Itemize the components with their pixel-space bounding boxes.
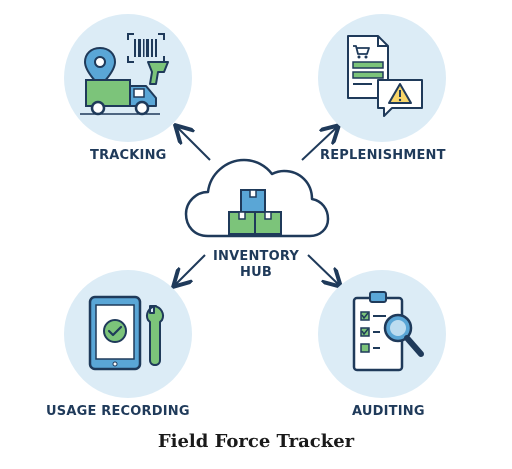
- clipboard-magnifier-icon: [352, 291, 424, 372]
- replenishment-label: REPLENISHMENT: [320, 148, 446, 163]
- inventory-hub-label-line1: INVENTORY: [213, 249, 299, 264]
- arrow-to-usage-recording: [176, 254, 206, 284]
- auditing-label: AUDITING: [352, 404, 425, 419]
- tracking-label: TRACKING: [90, 148, 167, 163]
- tablet-wrench-icon: [88, 295, 164, 371]
- usage-recording-label: USAGE RECORDING: [46, 404, 190, 419]
- inventory-hub-label: INVENTORY HUB: [206, 249, 306, 281]
- inventory-hub-label-line2: HUB: [240, 265, 272, 280]
- replenishment-node: [318, 14, 446, 142]
- arrow-to-auditing: [307, 254, 338, 284]
- page-title: Field Force Tracker: [157, 431, 355, 452]
- auditing-node: [318, 270, 446, 398]
- delivery-truck-barcode-icon: [80, 33, 169, 116]
- inventory-hub-node: [184, 158, 330, 238]
- cloud-boxes-icon: [184, 158, 330, 238]
- usage-recording-node: [64, 270, 192, 398]
- arrow-to-replenishment: [301, 128, 336, 161]
- tracking-node: [64, 14, 192, 142]
- arrow-to-tracking: [178, 128, 211, 161]
- document-warning-icon: [347, 35, 423, 117]
